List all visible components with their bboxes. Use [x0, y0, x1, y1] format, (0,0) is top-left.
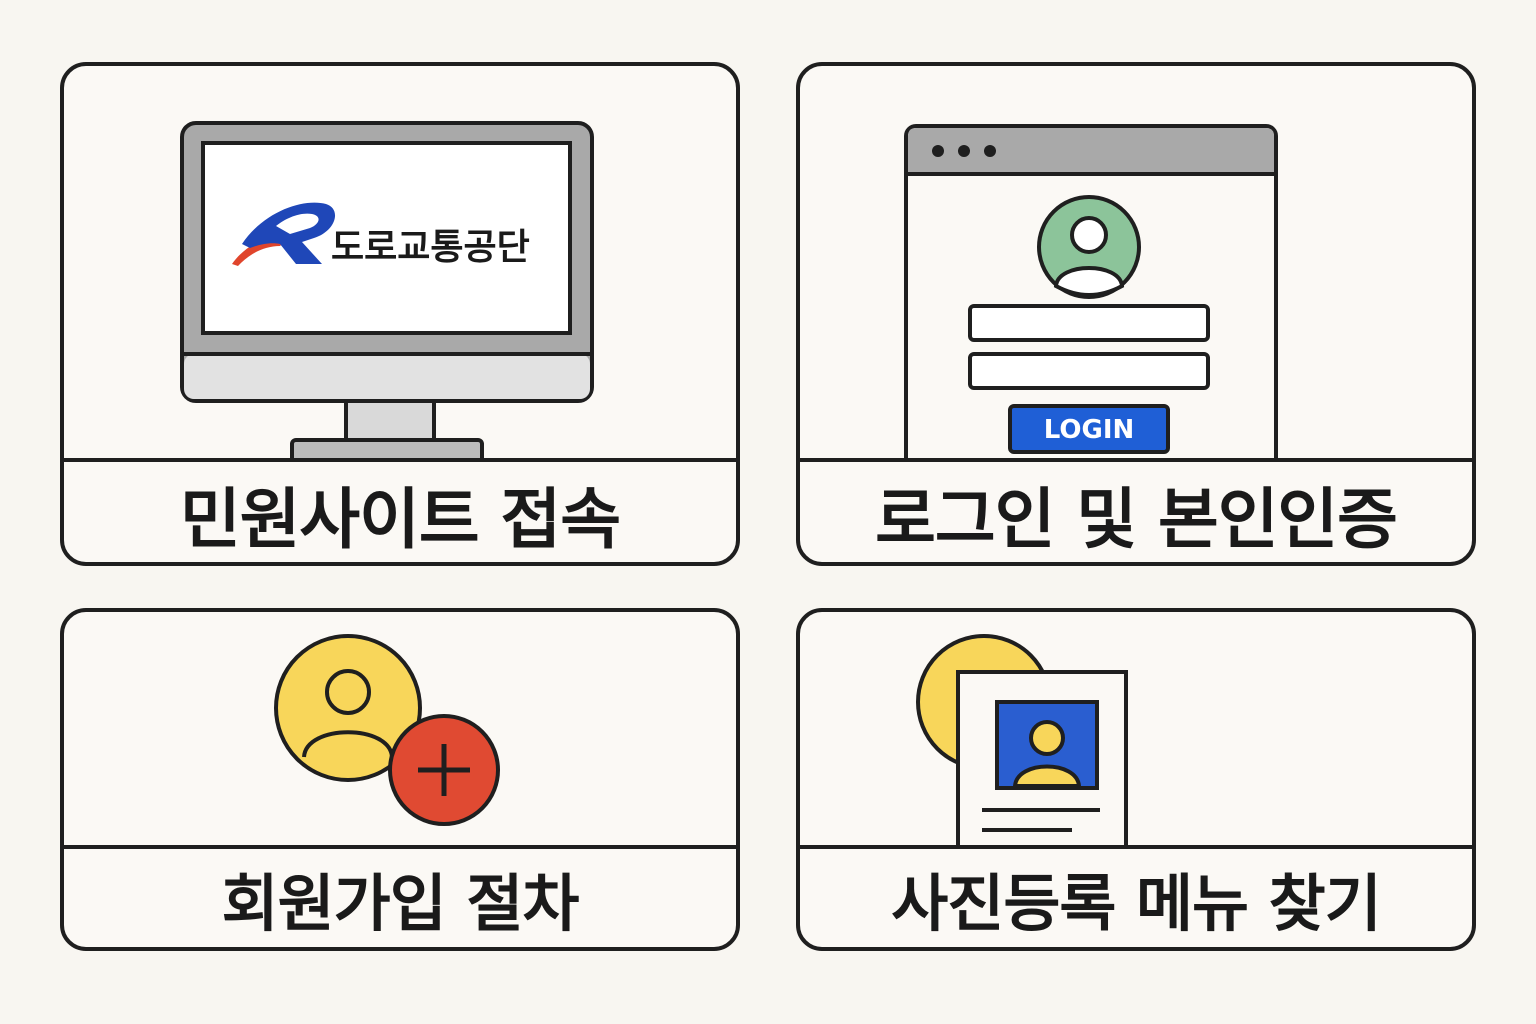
id-photo-icon — [916, 634, 1128, 845]
signup-illustration — [64, 612, 736, 845]
login-button — [1008, 404, 1170, 454]
step-caption: 회원가입 절차 — [64, 845, 736, 947]
logo-text: 도로교통공단 — [331, 227, 530, 268]
login-button-label: LOGIN — [1044, 415, 1135, 445]
monitor-illustration: 도로교통공단 — [64, 66, 736, 458]
logo-red-swoosh — [232, 237, 289, 266]
monitor-icon: 도로교통공단 — [180, 121, 594, 458]
login-illustration: LOGIN — [800, 66, 1472, 458]
password-field — [968, 352, 1210, 390]
step-card-photo: 사진등록 메뉴 찾기 — [796, 608, 1476, 951]
logo-blue-r — [242, 202, 336, 264]
step-caption: 민원사이트 접속 — [64, 458, 736, 562]
step-card-signup: 회원가입 절차 — [60, 608, 740, 951]
step-card-login: LOGIN 로그인 및 본인인증 — [796, 62, 1476, 566]
browser-login-icon: LOGIN — [904, 124, 1278, 458]
step-card-site-access: 도로교통공단 민원사이트 접속 — [60, 62, 740, 566]
step-caption: 로그인 및 본인인증 — [800, 458, 1472, 562]
user-add-icon — [274, 634, 500, 826]
username-field — [968, 304, 1210, 342]
photo-illustration — [800, 612, 1472, 845]
step-caption: 사진등록 메뉴 찾기 — [800, 845, 1472, 947]
